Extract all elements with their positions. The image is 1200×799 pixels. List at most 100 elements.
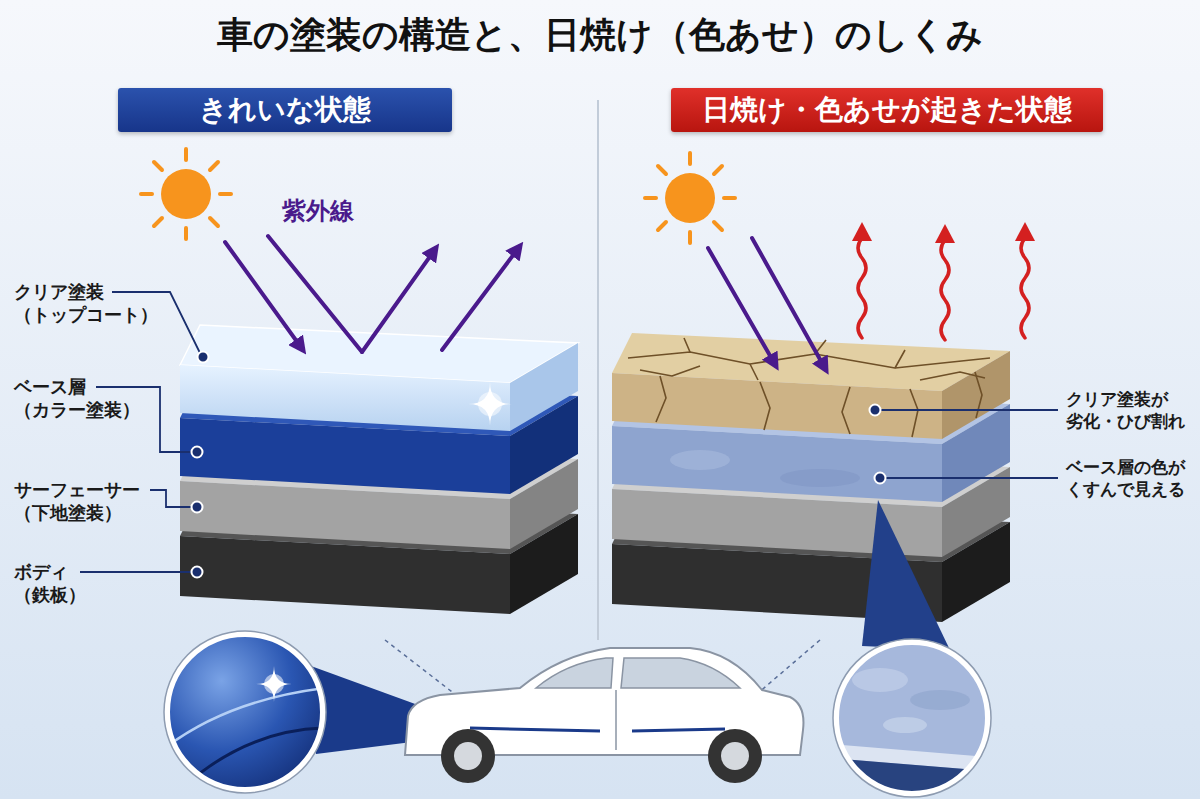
sparkle — [256, 666, 292, 702]
leader-dot — [875, 473, 886, 484]
magnifier-rim — [164, 631, 326, 793]
sun-ray — [210, 162, 218, 170]
fade-mottle — [852, 668, 908, 692]
leader-dot — [192, 502, 203, 513]
leader-line — [880, 409, 1058, 411]
fade-mottle — [883, 717, 927, 733]
base-layer — [612, 426, 942, 502]
uv-arrow — [225, 242, 303, 350]
car-illustration — [405, 648, 803, 783]
heat-arrow-head — [935, 224, 955, 243]
clear-layer-side — [942, 351, 1010, 439]
magnifier-rim — [167, 634, 323, 790]
banner-text: きれいな状態 — [199, 93, 371, 127]
layer-label: ベース層 （カラー塗装） — [14, 375, 147, 422]
heat-arrow — [941, 240, 949, 340]
car-wheel — [708, 729, 762, 783]
crack — [656, 376, 666, 422]
heat-arrow — [1021, 238, 1029, 338]
sun-ray — [724, 196, 735, 200]
sun-ray — [688, 153, 692, 164]
body-layer — [180, 536, 510, 614]
magnifier-rim — [833, 639, 991, 797]
leader-dot — [198, 352, 209, 363]
heat-arrow-head — [852, 222, 872, 241]
crack — [910, 389, 918, 437]
uv-arrow — [268, 236, 362, 352]
magnifier-faded — [830, 636, 1000, 799]
sun-icon — [141, 149, 231, 239]
base-layer — [180, 418, 510, 494]
callout-label: クリア塗装が 劣化・ひび割れ — [1066, 388, 1192, 432]
sun-ray — [714, 222, 722, 230]
leader-line — [885, 477, 1058, 479]
uv-arrow — [752, 238, 826, 370]
sun-ray — [210, 218, 218, 226]
layer-label: ボディ （鉄板） — [14, 560, 93, 607]
state-banner: きれいな状態 — [118, 88, 452, 132]
sun-disc — [161, 169, 211, 219]
clear-layer — [612, 373, 942, 439]
uv-arrow-reflected — [442, 246, 520, 350]
faded-paint — [830, 636, 1000, 799]
leader-dots — [192, 352, 886, 578]
uv-label: 紫外線 — [282, 196, 354, 227]
sun-ray — [154, 218, 162, 226]
crack — [842, 387, 850, 434]
crack — [684, 338, 905, 380]
layer-label: クリア塗装 （トップコート） — [14, 280, 165, 327]
heat-arrows — [858, 238, 1029, 340]
sun-ray — [220, 192, 231, 196]
leader-dot — [192, 447, 203, 458]
car-paint-line — [470, 728, 725, 731]
heat-arrow-heads — [852, 222, 1035, 243]
magnifier-rim — [836, 642, 988, 794]
heat-arrow-head — [1015, 222, 1035, 241]
leader-lines — [80, 292, 1058, 572]
uv-arrow-reflected — [362, 248, 436, 352]
crack — [628, 352, 990, 368]
sun-disc — [665, 173, 715, 223]
clear-layer-side — [510, 343, 578, 431]
banner-text: 日焼け・色あせが起きた状態 — [702, 93, 1072, 127]
fade-mottle — [910, 690, 970, 710]
magnifier-detail — [830, 636, 1000, 799]
leader-dot — [192, 567, 203, 578]
car-rim — [721, 742, 749, 770]
car-door-line — [615, 690, 617, 750]
layer-label: サーフェーサー （下地塗装） — [14, 478, 147, 525]
car-wheel — [441, 729, 495, 783]
sun-ray — [688, 232, 692, 243]
sun-ray — [141, 192, 152, 196]
callout-label: ベース層の色が くすんで見える — [1066, 456, 1192, 500]
leader-line — [80, 571, 192, 573]
fade-mottle — [670, 450, 730, 470]
magnifier-clean — [164, 631, 326, 793]
magnifier-pointer — [862, 500, 950, 650]
sun-ray — [714, 166, 722, 174]
heat-arrow — [858, 238, 866, 338]
crack-lines — [628, 338, 990, 437]
sun-ray — [184, 149, 188, 160]
car-window — [536, 658, 613, 688]
sun-ray — [184, 228, 188, 239]
uv-arrows — [225, 236, 826, 370]
sun-ray — [645, 196, 656, 200]
crack — [640, 366, 985, 380]
sun-ray — [154, 162, 162, 170]
gloss-line — [165, 688, 325, 748]
divider-line — [597, 100, 599, 640]
leader-dot — [870, 405, 881, 416]
magnifier-detail — [165, 688, 325, 790]
car-rim — [454, 742, 482, 770]
title: 車の塗装の構造と、日焼け（色あせ）のしくみ — [0, 12, 1200, 58]
sparkle — [468, 382, 512, 426]
crack — [975, 372, 982, 418]
sun-ray — [658, 166, 666, 174]
sun-ray — [658, 222, 666, 230]
fade-mottle — [780, 469, 860, 487]
magnifier-fill — [167, 634, 323, 790]
crack — [760, 382, 770, 430]
